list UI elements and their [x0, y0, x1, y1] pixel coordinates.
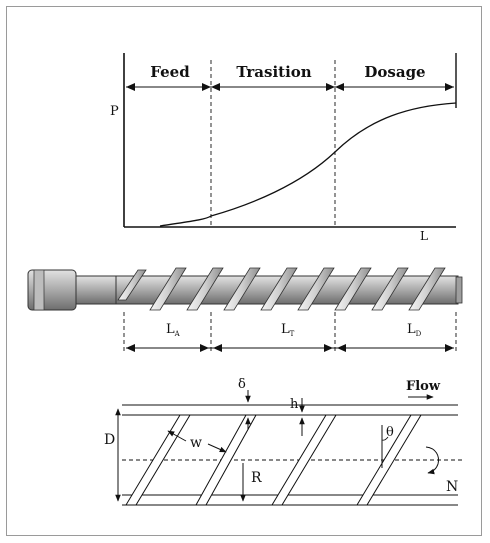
rotation-label: N [446, 479, 458, 495]
length-arrowheads [126, 344, 454, 352]
zone-arrowheads [126, 83, 454, 91]
screw-shank-ring [33, 269, 45, 311]
screw-tip [455, 276, 463, 304]
helix-angle-label: θ [386, 425, 394, 440]
zone-label-feed: Feed [150, 63, 190, 81]
radius-label: R [251, 470, 262, 486]
screw-flights [117, 267, 446, 311]
flow-label: Flow [406, 379, 441, 394]
x-axis-label: L [420, 229, 428, 243]
flight-width-arrow-right [207, 443, 227, 453]
channel-geometry-diagram: D R w δ h Flow θ N [104, 377, 462, 506]
channel-flights [125, 414, 422, 506]
screw-neck [75, 275, 117, 305]
pressure-curve [159, 102, 457, 227]
zone-label-transition: Trasition [236, 63, 311, 81]
zone-label-dosage: Dosage [364, 63, 425, 81]
pressure-profile-chart: Feed Trasition Dosage P L [110, 53, 457, 243]
clearance-label: δ [238, 377, 246, 392]
rotation-arrow [425, 446, 439, 475]
flight-width-label: w [190, 435, 202, 451]
length-label-feed: LA [166, 322, 181, 338]
screw-illustration: LA LT LD [27, 267, 463, 354]
length-label-dosage: LD [407, 322, 422, 338]
length-label-transition: LT [281, 322, 295, 338]
y-axis-label: P [110, 104, 119, 119]
channel-depth-label: h [290, 397, 299, 412]
diameter-label: D [104, 432, 115, 448]
helix-angle-arc [381, 436, 389, 441]
flight-width-arrow-left [167, 430, 187, 442]
